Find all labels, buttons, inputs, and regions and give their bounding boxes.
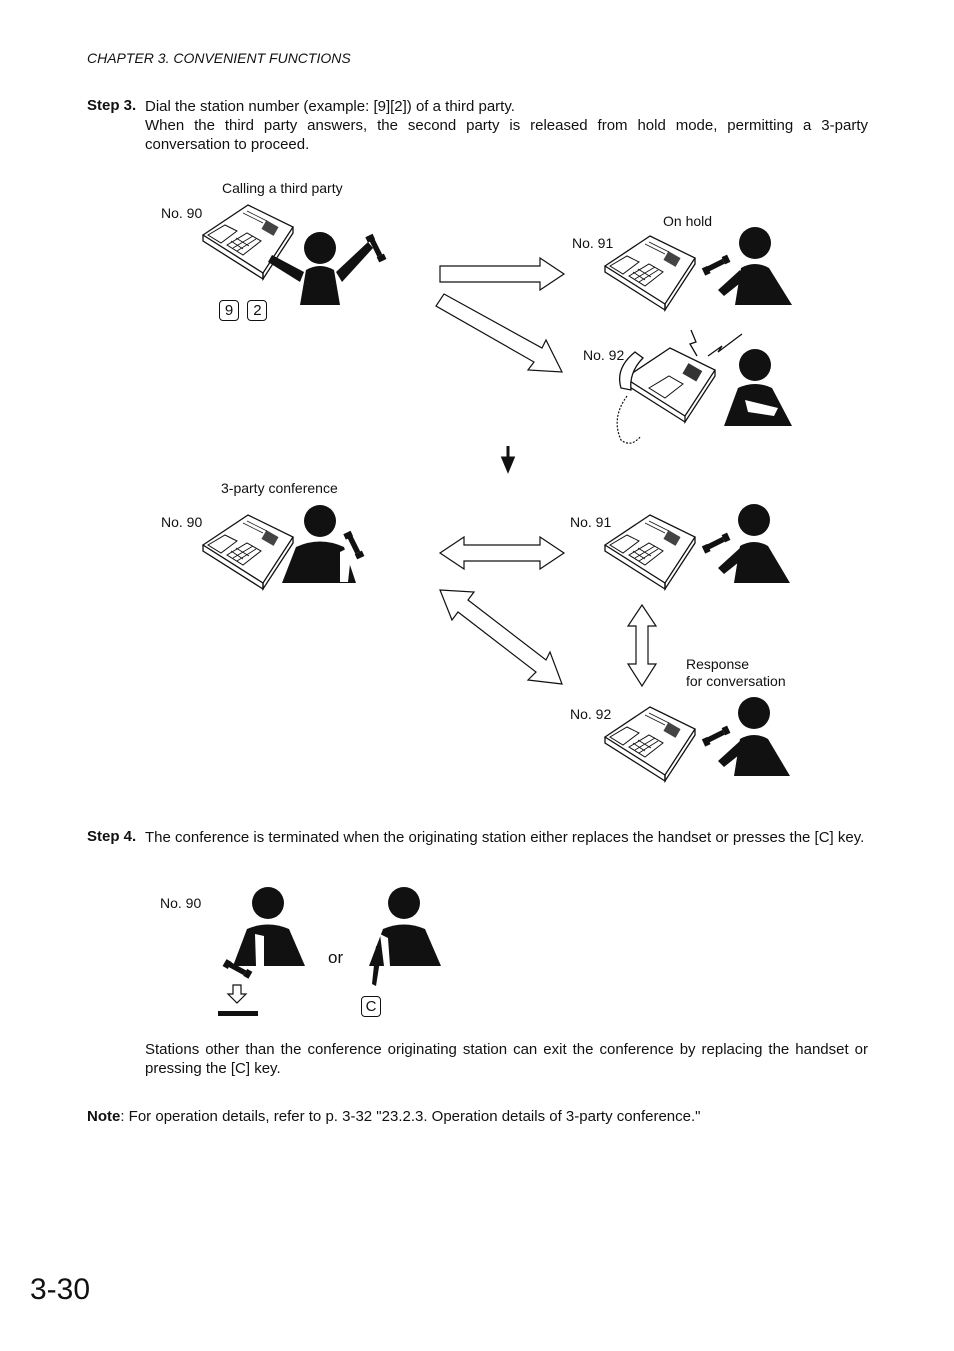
arrow-down (500, 446, 516, 474)
label-no90-top: No. 90 (161, 205, 203, 221)
step3-label: Step 3. (87, 97, 137, 114)
station-90-phone-conf (202, 514, 294, 590)
key-2: 2 (247, 300, 268, 321)
note: Note: For operation details, refer to p.… (87, 1107, 868, 1126)
arrow-bidir-90-91 (438, 535, 566, 571)
label-no92-top: No. 92 (583, 347, 625, 363)
step4-note: Stations other than the conference origi… (145, 1041, 868, 1077)
label-no92-conf: No. 92 (570, 706, 612, 722)
person-replacing-handset (218, 887, 305, 1016)
arrow-diag-92 (435, 293, 564, 373)
arrow-bidir-91-92 (626, 603, 658, 688)
step3-line2: When the third party answers, the second… (145, 117, 868, 153)
station-92-phone-ringing (616, 347, 716, 444)
label-no91-top: No. 91 (572, 235, 614, 251)
chapter-header: CHAPTER 3. CONVENIENT FUNCTIONS (87, 50, 351, 66)
response-line1: Response (686, 656, 750, 672)
station-90-person-conf (282, 505, 371, 583)
arrow-bidir-90-92 (439, 589, 563, 685)
station-91-person-top (699, 227, 792, 305)
step4-label: Step 4. (87, 828, 137, 845)
c-key-wrap: C (361, 996, 381, 1017)
step3-line1: Dial the station number (example: [9][2]… (145, 98, 515, 115)
label-no91-conf: No. 91 (570, 514, 612, 530)
key-9: 9 (219, 300, 239, 321)
caption-on-hold: On hold (663, 213, 713, 229)
note-label: Note (87, 1108, 121, 1125)
station-92-person-ringing (724, 349, 792, 426)
ring-mark (689, 329, 743, 357)
station-92-phone-conf (604, 706, 696, 782)
station-91-person-conf (699, 504, 790, 583)
station-91-phone-conf (604, 514, 696, 590)
caption-conference: 3-party conference (221, 480, 338, 496)
station-91-phone-top (604, 235, 696, 311)
caption-calling: Calling a third party (222, 180, 343, 196)
station-92-person-conf (699, 697, 790, 776)
response-line2: for conversation (686, 673, 786, 689)
or-text: or (328, 948, 344, 967)
step4-text: The conference is terminated when the or… (145, 829, 865, 846)
person-pressing-c-key (369, 887, 441, 986)
label-no90-conf: No. 90 (161, 514, 203, 530)
key-c: C (361, 996, 381, 1017)
label-no90-step4: No. 90 (160, 895, 202, 911)
arrow-right-91 (439, 256, 566, 292)
note-text: : For operation details, refer to p. 3-3… (120, 1108, 701, 1125)
dial-keys: 9 2 (219, 300, 268, 321)
page-number: 3-30 (30, 1273, 91, 1306)
station-90-person-top (268, 231, 393, 305)
